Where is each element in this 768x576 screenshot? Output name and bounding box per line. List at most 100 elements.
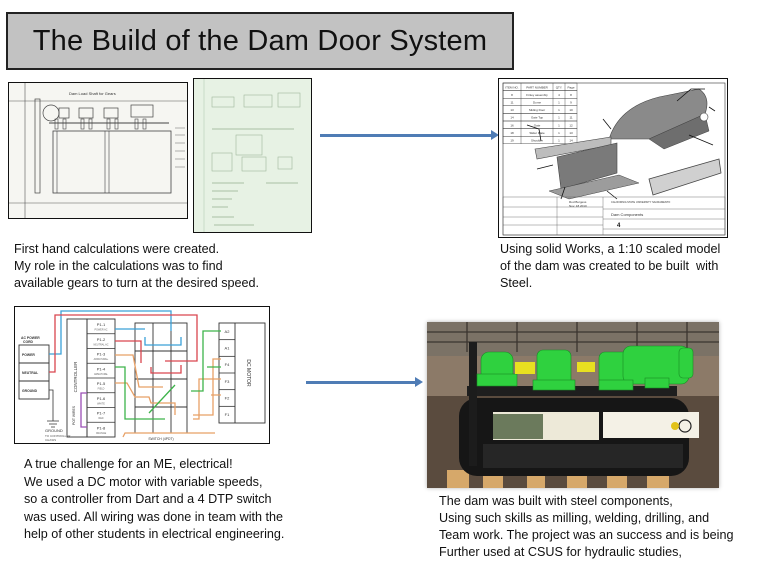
- bom-cell: Gate: [534, 123, 541, 127]
- bom-cell: 4: [558, 93, 560, 97]
- motor-terminal-label: F2: [225, 396, 230, 401]
- svg-text:CHASIS: CHASIS: [45, 438, 56, 442]
- controller-terminal-pin: P1-7: [97, 411, 106, 416]
- bom-cell: 12: [569, 123, 573, 127]
- ac-terminal-label: POWER: [22, 353, 35, 357]
- bom-cell: 19: [510, 139, 514, 143]
- hand-calculations-caption: First hand calculations were created. My…: [14, 242, 260, 290]
- solidworks-drawing-image: ITEM NO. PART NUMBER QTY. Page 8 Finley assem…: [498, 78, 728, 238]
- hand-sketch-drawing: Dam Load Shaft for Gears: [9, 83, 187, 218]
- controller-terminal-note: FIELD: [98, 388, 105, 391]
- dc-motor-label: DC MOTOR: [245, 359, 251, 387]
- sheet-number: 4: [617, 223, 621, 229]
- arrow-right-icon: [320, 130, 499, 140]
- solidworks-caption: Using solid Works, a 1:10 scaled model o…: [500, 242, 721, 290]
- drawn-by: Rod Burgess: [569, 200, 587, 204]
- dam-build-photo-drawing: [427, 322, 719, 488]
- svg-text:TO CONTROLLER: TO CONTROLLER: [45, 434, 71, 438]
- drawing-date: Nov. 18 2010: [569, 204, 587, 208]
- svg-text:CORD: CORD: [23, 340, 34, 344]
- motor-terminal-label: F4: [225, 362, 230, 367]
- bom-cell: 8: [511, 93, 513, 97]
- calculation-notes-image: [193, 78, 312, 233]
- controller-terminal-pin: P1-4: [97, 366, 106, 371]
- bom-cell: ITEM NO.: [505, 85, 518, 89]
- bom-cell: 1: [558, 131, 560, 135]
- school-name: CALIFORNIA STATE UNIVERSITY SACRAMENTO: [611, 200, 670, 204]
- bom-cell: 10: [569, 108, 573, 112]
- ac-cord-label: AC POWER: [21, 336, 40, 340]
- drawing-title: Dam Components: [611, 212, 643, 217]
- bom-cell: 13: [510, 108, 514, 112]
- bom-cell: Slider Plate: [529, 131, 545, 135]
- bom-cell: 1: [558, 108, 560, 112]
- bom-cell: QTY.: [556, 85, 563, 89]
- motor-terminal-label: A1: [225, 346, 231, 351]
- controller-terminal-note: WHITE: [97, 402, 105, 405]
- motor-terminal-label: F3: [225, 379, 230, 384]
- bom-cell: Dome: [533, 101, 541, 105]
- controller-terminal-pin: P1-8: [97, 425, 106, 430]
- bom-cell: Shoulder: [531, 139, 543, 143]
- controller-terminal-pin: P1-2: [97, 337, 106, 342]
- calculation-notes-drawing: [194, 79, 311, 232]
- controller-terminal-note: NEUTRAL AC: [94, 343, 109, 346]
- pot-wires-label: POT WIRES: [72, 405, 76, 425]
- controller-terminal-pin: P1-1: [97, 322, 106, 327]
- bom-cell: 18: [510, 131, 514, 135]
- wiring-diagram: AC POWER CORD POWER NEUTRAL GROUND P1-1POW…: [15, 307, 269, 443]
- bom-cell: 8: [570, 93, 572, 97]
- bom-cell: 14: [510, 116, 514, 120]
- wire-blue: [49, 310, 172, 355]
- controller-terminal-pin: P1-3: [97, 352, 106, 357]
- ac-terminal-label: GROUND: [22, 389, 38, 393]
- wiring-caption: A true challenge for an ME, electrical! …: [24, 457, 285, 542]
- bom-cell: Page: [567, 85, 574, 89]
- controller-terminal-note: RED: [98, 417, 103, 420]
- motor-terminal-label: F1: [225, 412, 230, 417]
- bom-cell: 11: [569, 116, 572, 120]
- ground-wire: [47, 389, 59, 428]
- hand-sketch-image: Dam Load Shaft for Gears: [8, 82, 188, 219]
- switch-label: SWITCH (4PDT): [148, 437, 173, 441]
- bom-cell: Gate Top: [531, 116, 543, 120]
- controller-terminal-note: ARMATURE+: [94, 358, 109, 361]
- sketch-title: Dam Load Shaft for Gears: [69, 91, 116, 96]
- bom-cell: 1: [558, 123, 560, 127]
- controller-terminal-note: ARMATURE-: [94, 373, 108, 376]
- bom-cell: 1: [558, 139, 560, 143]
- ground-label: GROUND: [45, 428, 63, 433]
- build-caption: The dam was built with steel components,…: [439, 494, 734, 559]
- dam-build-photo: [427, 322, 719, 488]
- controller-terminal-pin: P1-6: [97, 396, 106, 401]
- bom-cell: 9: [570, 101, 572, 105]
- arrow-right-icon: [306, 377, 423, 387]
- bom-cell: Finley assembly: [526, 93, 548, 97]
- bom-cell: 1: [558, 116, 560, 120]
- motor-terminal-label: A2: [225, 329, 231, 334]
- bom-cell: Sliding Door: [529, 108, 545, 112]
- controller-terminal-pin: P1-5: [97, 381, 106, 386]
- bom-cell: 13: [569, 131, 573, 135]
- bom-cell: 16: [510, 123, 514, 127]
- wire-green: [115, 330, 221, 420]
- bill-of-materials-table: ITEM NO. PART NUMBER QTY. Page 8 Finley assem…: [502, 82, 578, 145]
- controller-terminal-note: POWER AC: [95, 329, 108, 332]
- slide-title: The Build of the Dam Door System: [32, 24, 488, 57]
- bom-cell: 14: [569, 139, 573, 143]
- ac-terminal-label: NEUTRAL: [22, 371, 38, 375]
- solidworks-drawing: ITEM NO. PART NUMBER QTY. Page 8 Finley assem…: [499, 79, 727, 237]
- wire-orange-2: [122, 358, 221, 438]
- bom-cell: 1: [558, 101, 560, 105]
- slide-title-box: The Build of the Dam Door System: [6, 12, 514, 70]
- wire-purple: [80, 392, 87, 428]
- bom-cell: 11: [510, 101, 513, 105]
- controller-terminal-note: ORANGE: [96, 432, 107, 435]
- wire-red-2: [115, 340, 182, 374]
- wire-red: [49, 314, 198, 373]
- bom-cell: PART NUMBER: [526, 85, 548, 89]
- controller-label: CONTROLLER: [73, 361, 78, 393]
- wire-orange: [115, 354, 176, 415]
- wire-blue-2: [115, 328, 182, 346]
